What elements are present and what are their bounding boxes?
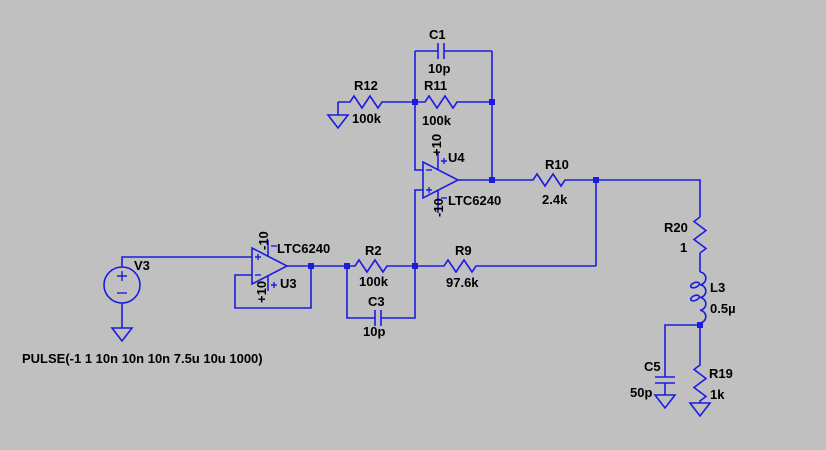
ground-symbol[interactable] xyxy=(110,327,134,343)
U4-ref-label[interactable]: U4 xyxy=(448,150,465,165)
capacitor-plates[interactable] xyxy=(437,43,445,59)
component-C1[interactable]: C1 10p xyxy=(415,27,492,76)
capacitor-plates[interactable] xyxy=(655,376,675,384)
C3-value-label[interactable]: 10p xyxy=(363,324,385,339)
component-R10[interactable]: R10 2.4k xyxy=(492,157,596,207)
component-U3[interactable]: -10 +10 LTC6240 U3 xyxy=(251,231,330,303)
component-R12[interactable]: R12 100k xyxy=(338,78,415,126)
resistor-body[interactable] xyxy=(338,94,415,110)
U3-supply-top-label[interactable]: -10 xyxy=(256,231,271,250)
U3-supply-bottom-label[interactable]: +10 xyxy=(254,281,269,303)
junction-dot xyxy=(489,99,495,105)
V3-value-label[interactable]: PULSE(-1 1 10n 10n 10n 7.5u 10u 1000) xyxy=(22,351,263,366)
component-R20[interactable]: R20 1 xyxy=(664,216,708,255)
resistor-body[interactable] xyxy=(492,172,596,188)
component-L3[interactable]: L3 0.5µ xyxy=(689,271,736,324)
C3-ref-label[interactable]: C3 xyxy=(368,294,385,309)
component-C3[interactable]: C3 10p xyxy=(346,266,416,339)
wire[interactable] xyxy=(121,256,252,267)
U4-part-label[interactable]: LTC6240 xyxy=(448,193,501,208)
V3-ref-label[interactable]: V3 xyxy=(134,258,150,273)
junction-dots xyxy=(308,99,703,328)
U3-ref-label[interactable]: U3 xyxy=(280,276,297,291)
resistor-body[interactable] xyxy=(692,325,708,403)
ground-symbol[interactable] xyxy=(688,402,712,418)
R11-ref-label[interactable]: R11 xyxy=(424,78,447,93)
component-R2[interactable]: R2 100k xyxy=(347,243,415,289)
resistor-body[interactable] xyxy=(415,258,596,274)
U4-supply-top-label[interactable]: +10 xyxy=(429,134,444,156)
L3-value-label[interactable]: 0.5µ xyxy=(710,301,736,316)
junction-dot xyxy=(412,263,418,269)
junction-dot xyxy=(412,99,418,105)
noninverting-input-mark xyxy=(255,254,261,260)
R12-value-label[interactable]: 100k xyxy=(352,111,382,126)
component-C5[interactable]: C5 50p xyxy=(630,324,700,400)
R9-value-label[interactable]: 97.6k xyxy=(446,275,479,290)
R19-ref-label[interactable]: R19 xyxy=(709,366,733,381)
R10-value-label[interactable]: 2.4k xyxy=(542,192,568,207)
feedback-wire[interactable] xyxy=(234,266,312,309)
junction-dot xyxy=(697,322,703,328)
resistor-body[interactable] xyxy=(415,94,492,110)
opamp-triangle[interactable] xyxy=(251,246,289,286)
C5-ref-label[interactable]: C5 xyxy=(644,359,661,374)
junction-dot xyxy=(344,263,350,269)
supply-plus-mark xyxy=(271,282,277,288)
R10-ref-label[interactable]: R10 xyxy=(545,157,569,172)
inductor-curl xyxy=(689,294,701,302)
R11-value-label[interactable]: 100k xyxy=(422,113,452,128)
capacitor-plates[interactable] xyxy=(374,310,382,326)
component-R11[interactable]: R11 100k xyxy=(415,78,492,128)
resistor-body[interactable] xyxy=(347,258,415,274)
R2-ref-label[interactable]: R2 xyxy=(365,243,382,258)
junction-dot xyxy=(489,177,495,183)
U4-supply-bottom-label[interactable]: -10 xyxy=(431,198,446,217)
noninverting-input-mark xyxy=(426,187,432,193)
ground-symbol[interactable] xyxy=(326,114,350,130)
inductor-curl xyxy=(689,281,701,289)
component-R9[interactable]: R9 97.6k xyxy=(415,243,596,290)
R12-ref-label[interactable]: R12 xyxy=(354,78,378,93)
wire[interactable] xyxy=(414,189,423,266)
R19-value-label[interactable]: 1k xyxy=(710,387,725,402)
junction-dot xyxy=(308,263,314,269)
component-U4[interactable]: +10 -10 U4 LTC6240 xyxy=(422,134,501,217)
R20-ref-label[interactable]: R20 xyxy=(664,220,688,235)
L3-ref-label[interactable]: L3 xyxy=(710,280,725,295)
C1-value-label[interactable]: 10p xyxy=(428,61,450,76)
R2-value-label[interactable]: 100k xyxy=(359,274,389,289)
R20-value-label[interactable]: 1 xyxy=(680,240,687,255)
component-R19[interactable]: R19 1k xyxy=(692,325,733,403)
capacitor-leads[interactable] xyxy=(346,266,416,319)
C1-ref-label[interactable]: C1 xyxy=(429,27,446,42)
U3-part-label[interactable]: LTC6240 xyxy=(277,241,330,256)
capacitor-leads[interactable] xyxy=(664,324,700,395)
ground-symbol[interactable] xyxy=(653,394,677,410)
supply-plus-mark xyxy=(441,158,447,164)
wire[interactable] xyxy=(414,51,493,180)
resistor-body[interactable] xyxy=(692,216,708,254)
source-plus-mark xyxy=(117,271,127,281)
opamp-triangle[interactable] xyxy=(422,160,460,200)
wire[interactable] xyxy=(414,102,423,171)
wire[interactable] xyxy=(596,179,701,217)
junction-dot xyxy=(593,177,599,183)
C5-value-label[interactable]: 50p xyxy=(630,385,652,400)
R9-ref-label[interactable]: R9 xyxy=(455,243,472,258)
